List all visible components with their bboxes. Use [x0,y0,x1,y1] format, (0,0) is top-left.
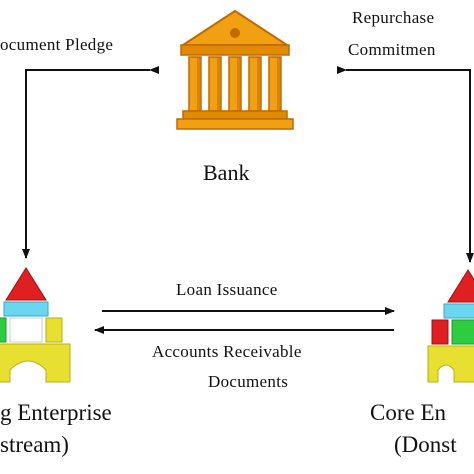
right-enterprise-label-line2: (Donst [394,432,457,457]
bank-building-icon [176,9,294,130]
repurchase-label-line2: Commitmen [348,40,436,59]
right-enterprise-label-line1: Core En [370,400,447,425]
right-enterprise-blocks-icon [427,269,474,383]
accounts-receivable-label-line2: Documents [208,372,289,391]
left-enterprise-label-line1: g Enterprise [0,400,112,425]
pledge-arrow-line [22,66,159,259]
bank-label: Bank [203,160,250,185]
accounts-receivable-label-line1: Accounts Receivable [152,342,302,361]
document-pledge-label: ocument Pledge [0,35,114,54]
repurchase-label-line1: Repurchase [352,8,435,27]
left-enterprise-blocks-icon [0,267,71,383]
left-enterprise-label-line2: stream) [0,432,69,457]
loan-issuance-label: Loan Issuance [176,280,278,299]
repurchase-arrow-line [337,66,474,263]
